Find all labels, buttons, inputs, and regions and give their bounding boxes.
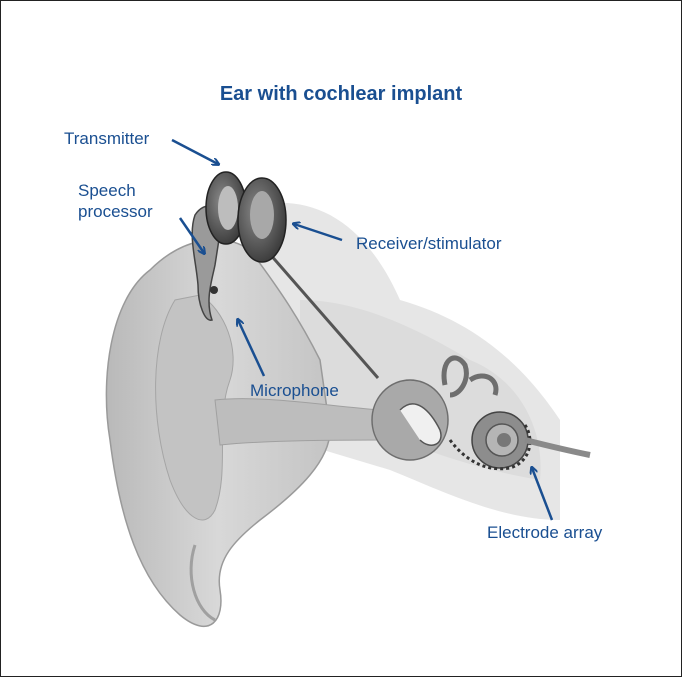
transmitter-label: Transmitter [64,128,149,149]
receiver-stimulator-label: Receiver/stimulator [356,233,502,254]
receiver-stimulator-inner [250,191,274,239]
microphone-part [210,286,218,294]
transmitter-disc-inner [218,186,238,230]
speech-processor-label-line2: processor [78,201,153,222]
microphone-label: Microphone [250,380,339,401]
cochlea-core [497,433,511,447]
transmitter-arrow [172,140,218,164]
speech-processor-label-line1: Speech [78,180,136,201]
electrode-array-label: Electrode array [487,522,602,543]
diagram-title: Ear with cochlear implant [0,83,682,106]
